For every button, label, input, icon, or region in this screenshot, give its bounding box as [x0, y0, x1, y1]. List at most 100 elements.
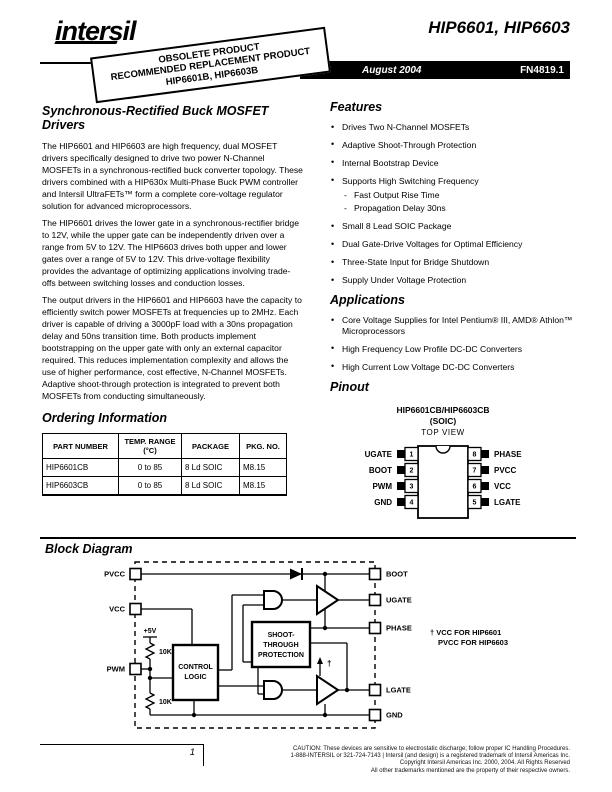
pin-label-phase: PHASE — [386, 624, 412, 633]
block-diagram-rule — [40, 537, 576, 539]
feature-item: Drives Two N-Channel MOSFETs — [330, 122, 574, 133]
ic-boundary — [134, 561, 376, 729]
pin-number: 1 — [410, 451, 414, 458]
feature-item: Supply Under Voltage Protection — [330, 275, 574, 286]
pin-number-box — [467, 462, 482, 477]
pin-stub — [397, 497, 405, 506]
pin-stub — [481, 449, 489, 458]
ordering-heading: Ordering Information — [42, 411, 167, 425]
pin-number-box — [467, 446, 482, 461]
pin-square-pwm — [129, 662, 142, 676]
footer-rule — [40, 744, 203, 746]
feature-item: Small 8 Lead SOIC Package — [330, 221, 574, 232]
issue-date: August 2004 — [362, 64, 422, 76]
pin-label-pvcc: PVCC — [104, 570, 125, 579]
upper-gate-driver — [316, 584, 340, 616]
table-header-row: PART NUMBER TEMP. RANGE (°C) PACKAGE PKG… — [42, 433, 287, 459]
feature-subitem: Propagation Delay 30ns — [342, 203, 574, 214]
pin-number: 4 — [410, 499, 414, 506]
cell-package: 8 Ld SOIC — [181, 476, 240, 496]
pin-label: GND — [374, 498, 392, 507]
pin-number-box — [467, 494, 482, 509]
pin-stub — [397, 449, 405, 458]
r2-label: 10K — [159, 699, 172, 706]
pin-label-vcc: VCC — [109, 605, 125, 614]
pin-square-vcc — [129, 602, 142, 616]
bootstrap-diode — [290, 568, 303, 580]
pin-stub — [481, 481, 489, 490]
feature-item: Three-State Input for Bridge Shutdown — [330, 257, 574, 268]
cell-part-number: HIP6603CB — [42, 476, 119, 496]
pin-label-gnd: GND — [386, 711, 403, 720]
feature-item: Supports High Switching Frequency Fast O… — [330, 175, 574, 214]
pin-square-gnd — [368, 708, 382, 722]
pin-number-box — [467, 478, 482, 493]
pin-square-pvcc — [129, 567, 142, 581]
junction-dots — [147, 571, 350, 718]
block-note: PVCC FOR HIP6603 — [438, 638, 508, 647]
shoot-through-label: THROUGH — [263, 642, 298, 649]
cell-temp-range: 0 to 85 — [118, 476, 182, 496]
logo-swoosh — [54, 41, 118, 44]
applications-heading: Applications — [330, 293, 406, 308]
plus5v-label: +5V — [144, 628, 157, 635]
pin-square-boot — [368, 567, 382, 581]
pin-number-box — [404, 446, 419, 461]
application-item: High Frequency Low Profile DC-DC Convert… — [330, 343, 574, 355]
page-title: HIP6601, HIP6603 — [428, 18, 570, 37]
main-heading: Synchronous-Rectified Buck MOSFET Driver… — [42, 104, 269, 132]
feature-item: Dual Gate-Drive Voltages for Optimal Eff… — [330, 239, 574, 250]
pin-label-pwm: PWM — [107, 665, 125, 674]
chip-body — [417, 444, 469, 519]
pin-number: 7 — [473, 467, 477, 474]
footer-divider — [203, 744, 205, 766]
pin-label: PWM — [372, 482, 392, 491]
pinout-diagram: HIP6601CB/HIP6603CB (SOIC) TOP VIEW 1 2 … — [365, 405, 522, 519]
caution-line: All other trademarks mentioned are the p… — [370, 767, 570, 774]
pin-stub — [397, 481, 405, 490]
pin-number-box — [404, 462, 419, 477]
lower-gate-driver — [316, 674, 340, 706]
paragraph-3: The output drivers in the HIP6601 and HI… — [42, 295, 302, 401]
pinout-left-pins: 1 2 3 4 UGATE BOOT PWM GND — [365, 446, 419, 509]
resistor-r2 — [144, 692, 156, 710]
block-diagram-heading: Block Diagram — [45, 542, 133, 556]
pin-stub — [481, 497, 489, 506]
cell-part-number: HIP6601CB — [42, 458, 119, 477]
applications-list: Core Voltage Supplies for Intel Pentium®… — [330, 315, 574, 372]
pin-number: 8 — [473, 451, 477, 458]
pin-number: 2 — [410, 467, 414, 474]
dagger-mark: † — [327, 659, 331, 668]
left-column: Synchronous-Rectified Buck MOSFET Driver… — [42, 104, 304, 496]
pin-number: 3 — [410, 483, 414, 490]
application-item: High Current Low Voltage DC-DC Converter… — [330, 361, 574, 373]
control-logic-label: CONTROL — [178, 664, 213, 671]
pin-label-lgate: LGATE — [386, 686, 411, 695]
block-note: † VCC FOR HIP6601 — [430, 628, 501, 637]
application-item: Core Voltage Supplies for Intel Pentium®… — [330, 315, 574, 336]
wires — [141, 573, 369, 716]
col-header-temp-range: TEMP. RANGE (°C) — [118, 433, 182, 459]
shoot-through-label: SHOOT- — [268, 632, 296, 639]
footer-caution: CAUTION: These devices are sensitive to … — [240, 746, 570, 775]
cell-pkg-no: M8.15 — [239, 476, 287, 496]
date-bar: August 2004 FN4819.1 — [300, 61, 570, 79]
pin-stub — [397, 465, 405, 474]
cell-pkg-no: M8.15 — [239, 458, 287, 477]
pin-stub — [481, 465, 489, 474]
pinout-package: (SOIC) — [430, 416, 457, 426]
paragraph-2: The HIP6601 drives the lower gate in a s… — [42, 218, 299, 288]
pinout-top-view: TOP VIEW — [421, 428, 465, 437]
doc-number: FN4819.1 — [520, 64, 564, 76]
col-header-pkg-no: PKG. NO. — [239, 433, 287, 459]
caution-line: CAUTION: These devices are sensitive to … — [292, 746, 570, 752]
feature-item: Internal Bootstrap Device — [330, 157, 574, 169]
right-column: Features Drives Two N-Channel MOSFETs Ad… — [330, 100, 574, 532]
pinout-title: HIP6601CB/HIP6603CB — [396, 405, 489, 415]
caution-line: 1-888-INTERSIL or 321-724-7143 | Intersi… — [290, 753, 570, 760]
pin-square-phase — [368, 621, 382, 635]
pin-label: LGATE — [494, 498, 521, 507]
pin-label: PHASE — [494, 450, 522, 459]
pin-label-ugate: UGATE — [386, 596, 412, 605]
